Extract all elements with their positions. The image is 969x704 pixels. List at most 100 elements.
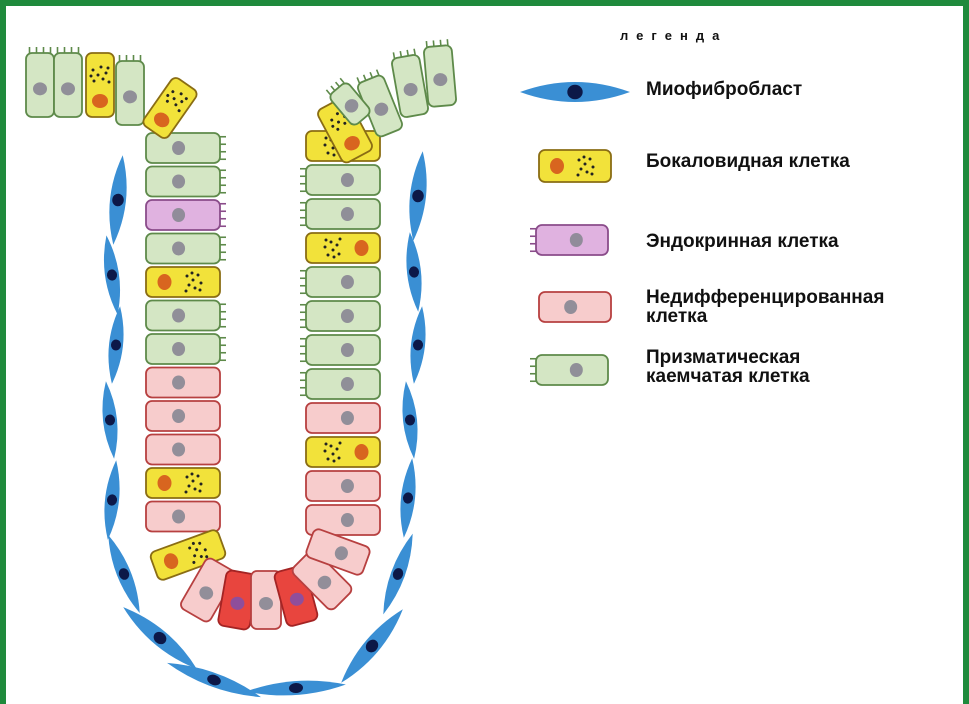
granule: [578, 159, 581, 162]
myofibroblast: [407, 305, 429, 384]
epithelium-layer: [26, 39, 457, 630]
granule: [192, 480, 195, 483]
goblet-cell: [306, 437, 380, 467]
granule: [97, 74, 100, 77]
columnar-cell: [146, 167, 226, 197]
undifferentiated-cell: [146, 435, 220, 465]
nucleus: [341, 173, 354, 187]
nucleus: [158, 274, 172, 290]
goblet-cell: [86, 53, 114, 117]
myofibroblast: [399, 380, 421, 459]
granule: [191, 272, 194, 275]
granule: [107, 67, 110, 70]
granule: [327, 152, 330, 155]
legend-icons: [520, 82, 630, 385]
granule: [199, 490, 202, 493]
myofibroblast: [165, 656, 264, 703]
endocrine-cell: [530, 225, 608, 255]
granule: [90, 75, 93, 78]
granule: [194, 488, 197, 491]
myofibroblast: [99, 380, 121, 459]
granule: [197, 475, 200, 478]
nucleus: [341, 411, 354, 425]
columnar-cell: [300, 335, 380, 365]
columnar-cell: [530, 355, 608, 385]
granule: [324, 450, 327, 453]
granule: [186, 476, 189, 479]
nucleus: [341, 377, 354, 391]
microvillus: [357, 77, 359, 83]
microvillus: [377, 70, 379, 76]
undifferentiated-cell: [539, 292, 611, 322]
nucleus: [172, 409, 185, 423]
myofibroblast: [100, 234, 125, 315]
granule: [338, 457, 341, 460]
myofibroblast: [335, 604, 409, 688]
nucleus: [259, 597, 273, 610]
columnar-cell: [300, 199, 380, 229]
cell-body: [539, 150, 611, 182]
myofibroblast: [105, 305, 127, 384]
nucleus: [172, 309, 185, 323]
legend-label-goblet: Бокаловидная клетка: [646, 152, 850, 171]
myofibroblast: [520, 82, 630, 102]
columnar-cell: [26, 47, 54, 117]
legend-label-undifferentiated: Недифференцированная клетка: [646, 288, 884, 326]
granule: [197, 274, 200, 277]
microvillus: [370, 72, 372, 78]
nucleus: [123, 90, 137, 103]
myofibroblast: [403, 231, 425, 312]
columnar-cell: [300, 165, 380, 195]
nucleus: [570, 363, 583, 377]
nucleus: [172, 242, 185, 256]
nucleus: [172, 342, 185, 356]
undifferentiated-cell: [306, 471, 380, 501]
nucleus: [564, 300, 577, 314]
nucleus: [550, 158, 564, 174]
granule: [584, 163, 587, 166]
microvillus: [393, 52, 394, 58]
granule: [200, 483, 203, 486]
granule: [105, 72, 108, 75]
granule: [194, 287, 197, 290]
myofibroblast-nucleus: [567, 85, 582, 99]
nucleus: [172, 141, 185, 155]
granule: [333, 256, 336, 259]
granule: [324, 144, 327, 147]
cell-body: [306, 437, 380, 467]
microvillus: [326, 90, 330, 95]
nucleus: [341, 309, 354, 323]
granule: [325, 137, 328, 140]
undifferentiated-cell: [146, 401, 220, 431]
granule: [333, 154, 336, 157]
endocrine-cell: [146, 200, 226, 230]
columnar-cell: [300, 369, 380, 399]
granule: [108, 81, 111, 84]
legend-label-endocrine: Эндокринная клетка: [646, 232, 839, 251]
myofibroblast: [397, 457, 419, 538]
granule: [586, 171, 589, 174]
goblet-cell: [539, 150, 611, 182]
nucleus: [570, 233, 583, 247]
cell-body: [146, 468, 220, 498]
columnar-cell: [146, 133, 226, 163]
myofibroblast: [105, 154, 130, 245]
goblet-cell: [141, 76, 199, 141]
myofibroblast: [102, 532, 146, 615]
microvillus: [340, 78, 344, 83]
microvillus: [447, 39, 448, 45]
columnar-cell: [423, 39, 457, 107]
granule: [327, 254, 330, 257]
granule: [185, 290, 188, 293]
granule: [589, 158, 592, 161]
granule: [333, 460, 336, 463]
nucleus: [341, 513, 354, 527]
nucleus: [158, 475, 172, 491]
granule: [185, 491, 188, 494]
cell-body: [306, 233, 380, 263]
nucleus: [61, 82, 75, 95]
granule: [200, 282, 203, 285]
granule: [580, 168, 583, 171]
granule: [336, 448, 339, 451]
